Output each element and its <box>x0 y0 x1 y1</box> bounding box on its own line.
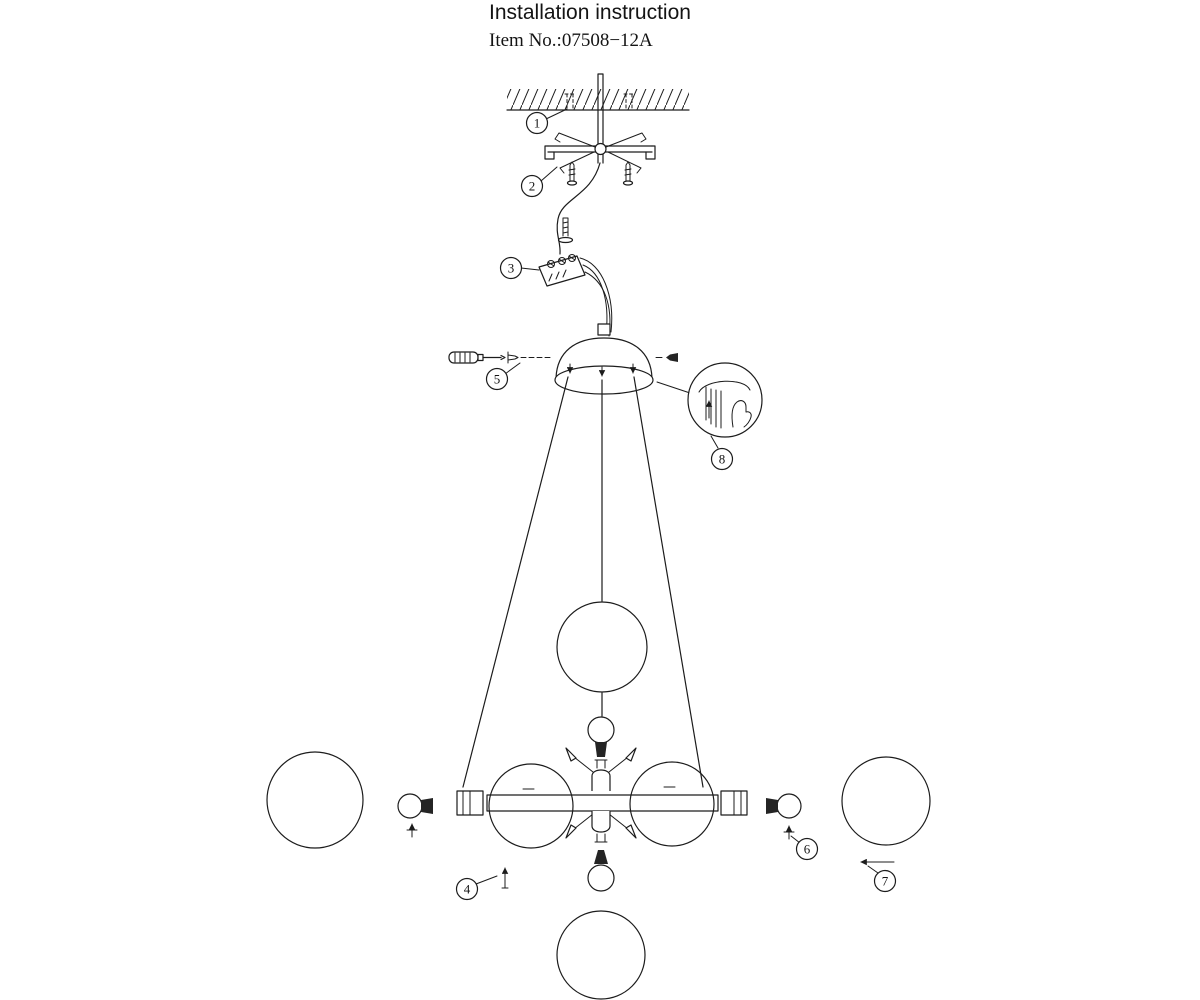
step-number: 8 <box>719 452 726 467</box>
terminal-screw <box>557 217 574 244</box>
screwdriver-icon <box>448 351 554 364</box>
step-label-7: 7 <box>867 865 897 893</box>
step-label-4: 4 <box>455 875 498 901</box>
direction-arrows <box>501 858 895 889</box>
mounting-bracket <box>544 132 656 174</box>
step-number: 3 <box>508 261 515 276</box>
mounting-screws <box>566 161 634 186</box>
center-socket <box>591 759 611 791</box>
top-bulb <box>587 716 615 757</box>
step-label-6: 6 <box>790 835 819 861</box>
suspension-cables <box>462 376 704 788</box>
step-number: 5 <box>494 372 501 387</box>
decor-arms <box>565 747 637 839</box>
outer-globes <box>266 751 931 849</box>
side-screw <box>655 353 678 362</box>
side-bulbs <box>397 793 802 840</box>
bottom-bulb <box>587 850 615 892</box>
magnifier-detail <box>656 362 763 449</box>
end-fittings <box>456 790 748 816</box>
step-label-1: 1 <box>525 108 568 135</box>
canopy <box>554 323 654 395</box>
power-wire <box>556 162 601 255</box>
step-label-3: 3 <box>499 256 540 280</box>
step-number: 1 <box>534 116 541 131</box>
cable-hooks <box>566 363 637 377</box>
step-label-2: 2 <box>520 166 558 198</box>
fixture-bar <box>486 794 719 812</box>
step-number: 4 <box>464 882 471 897</box>
step-label-8: 8 <box>710 447 734 471</box>
page-title: Installation instruction <box>489 1 691 24</box>
bar-globes <box>488 761 715 849</box>
bottom-globe <box>556 910 646 1000</box>
terminal-block <box>538 254 586 287</box>
step-number: 7 <box>882 874 889 889</box>
step-number: 2 <box>529 179 536 194</box>
bottom-socket <box>591 811 611 843</box>
center-globe <box>556 601 648 693</box>
anchor-screws <box>564 93 635 110</box>
step-label-5: 5 <box>485 362 521 391</box>
item-number: Item No.:07508−12A <box>489 30 653 51</box>
step-number: 6 <box>804 842 811 857</box>
